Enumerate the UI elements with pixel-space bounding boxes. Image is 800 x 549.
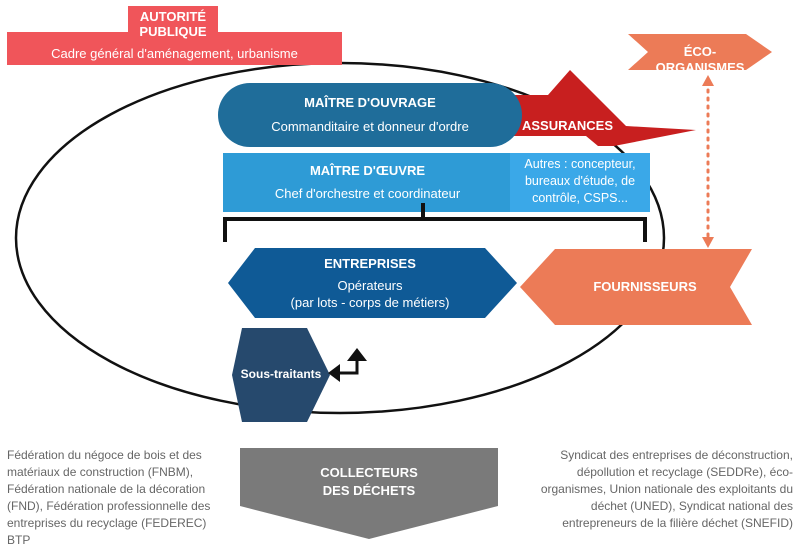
collecteurs-line1: COLLECTEURS	[320, 465, 418, 480]
entreprises-line1: Opérateurs	[337, 278, 403, 293]
maitre-ouvrage-box	[218, 83, 522, 147]
autorite-bottom-box	[7, 32, 342, 65]
entreprises-line2: (par lots - corps de métiers)	[290, 295, 450, 310]
eco-organismes-shape	[628, 34, 772, 70]
maitre-oeuvre-box	[223, 153, 512, 212]
assurances-bolt	[505, 70, 696, 146]
eco-organismes-title: ÉCO-ORGANISMES	[655, 44, 745, 75]
autres-box	[510, 153, 650, 212]
dotted-link-arrow-up	[702, 75, 714, 86]
maitre-oeuvre-title: MAÎTRE D'ŒUVRE	[309, 163, 426, 178]
fournisseurs-title: FOURNISSEURS	[593, 279, 697, 294]
maitre-ouvrage-subtitle: Commanditaire et donneur d'ordre	[271, 119, 469, 134]
collecteurs-line2: DES DÉCHETS	[322, 483, 416, 498]
dotted-link-arrow-down	[702, 237, 714, 248]
bracket	[223, 203, 647, 242]
maitre-oeuvre-subtitle: Chef d'orchestre et coordinateur	[274, 186, 461, 201]
fournisseurs-shape	[520, 249, 752, 325]
autorite-subtitle: Cadre général d'aménagement, urbanisme	[51, 46, 298, 61]
entreprises-shape	[228, 248, 517, 318]
left-note: Fédération du négoce de bois et des maté…	[7, 448, 211, 547]
entreprises-title: ENTREPRISES	[324, 256, 416, 271]
assurances-title: ASSURANCES	[521, 118, 613, 133]
right-note: Syndicat des entreprises de déconstructi…	[540, 448, 793, 530]
autorite-title: AUTORITÉ PUBLIQUE	[139, 9, 207, 39]
sous-traitants-shape	[232, 328, 330, 422]
autres-text: Autres : concepteur, bureaux d'étude, de…	[524, 157, 636, 205]
sous-traitants-title: Sous-traitants	[240, 367, 322, 381]
maitre-ouvrage-title: MAÎTRE D'OUVRAGE	[304, 95, 436, 110]
collecteurs-shape	[240, 448, 498, 539]
bent-arrow-head-left	[328, 364, 340, 382]
bent-arrow-head-up	[347, 348, 367, 361]
